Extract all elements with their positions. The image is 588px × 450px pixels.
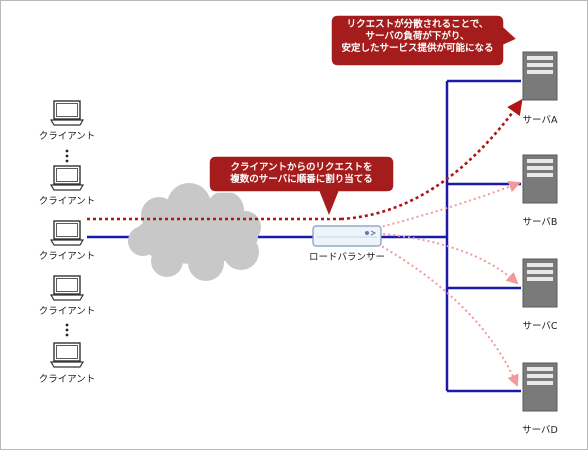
stability-callout: リクエストが分散されることで、 サーバの負荷が下がり、 安定したサービス提供が可… (333, 19, 502, 55)
active-request-arrow (87, 98, 523, 221)
load-balancer-label: ロードバランサー (308, 252, 386, 263)
callout-text-line: クライアントからのリクエストを (230, 162, 373, 173)
client-label: クライアント (38, 251, 96, 262)
client-label: クライアント (38, 131, 96, 142)
distribution-callout: クライアントからのリクエストを 複数のサーバに順番に割り当てる (211, 162, 392, 186)
callout-text-line: 安定したサービス提供が可能になる (341, 43, 494, 54)
server-label: サーバB (522, 217, 558, 228)
server-label: サーバD (522, 425, 558, 436)
client-label: クライアント (38, 374, 96, 385)
load-balancer (312, 225, 382, 247)
callout-text-line: サーバの負荷が下がり、 (365, 31, 470, 42)
callout-shapes (208, 14, 519, 220)
server-label: サーバC (522, 321, 558, 332)
distributed-request-arrows (368, 180, 521, 387)
server-label: サーバA (522, 115, 558, 126)
client-label: クライアント (38, 196, 96, 207)
ellipsis-dots (65, 149, 69, 337)
server-icons (522, 51, 558, 412)
callout-text-line: リクエストが分散されることで、 (346, 19, 489, 30)
callout-text-line: 複数のサーバに順番に割り当てる (230, 174, 373, 185)
client-label: クライアント (38, 306, 96, 317)
internet-cloud (128, 183, 261, 281)
